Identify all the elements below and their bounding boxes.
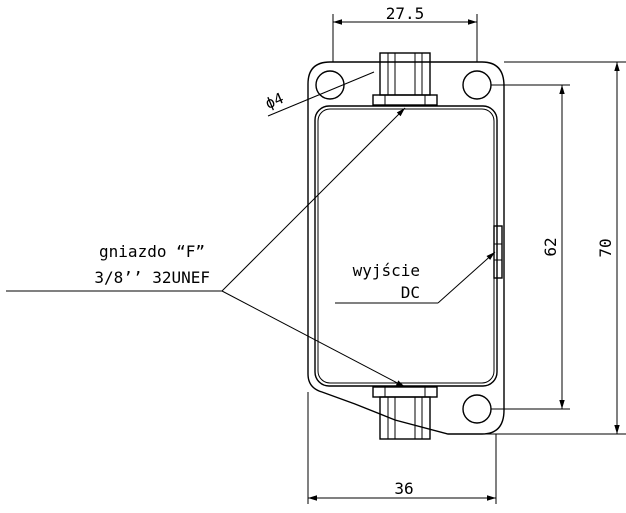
connector-leaders (6, 107, 406, 388)
mounting-hole-top-left (315, 70, 345, 100)
inner-body-outline (317, 108, 495, 384)
connector-label-line1: gniazdo “F” (99, 242, 205, 261)
dimension-bottom (307, 392, 497, 504)
dimension-inner-height (491, 84, 570, 410)
dimension-top (332, 14, 478, 62)
connector-label-line2: 3/8’’ 32UNEF (94, 268, 210, 287)
housing-outline (307, 61, 505, 435)
dimension-outer-height (482, 61, 626, 435)
output-label-line1: wyjście (353, 261, 420, 280)
mounting-hole-top-right (462, 70, 492, 100)
inner-body (314, 105, 498, 387)
hole-diameter-value: ϕ4 (263, 89, 287, 113)
dimension-bottom-value: 36 (394, 479, 413, 498)
dc-output-terminal (493, 225, 503, 279)
dimension-outer-height-value: 70 (596, 238, 615, 257)
dimension-inner-height-value: 62 (541, 237, 560, 256)
hole-diameter-leader (267, 71, 375, 117)
connector-bottom (372, 386, 438, 440)
output-leader (335, 251, 496, 304)
dimension-top-value: 27.5 (386, 4, 425, 23)
connector-top (372, 52, 438, 106)
output-label-line2: DC (401, 283, 420, 302)
mounting-hole-bottom-right (462, 394, 492, 424)
